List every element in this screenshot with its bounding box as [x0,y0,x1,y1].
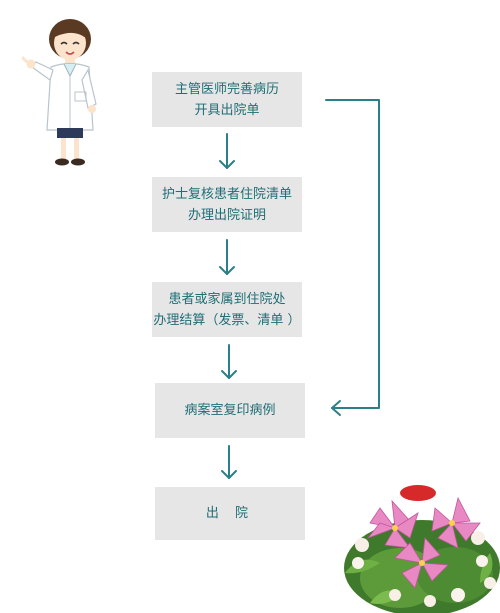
flow-step-1: 主管医师完善病历 开具出院单 [152,72,302,127]
flow-step-2-line-1: 护士复核患者住院清单 [161,186,292,202]
flow-step-5-line-1: 出 院 [205,506,255,521]
arrow-down-2 [219,239,235,275]
flow-step-4: 病案室复印病例 [155,383,305,438]
flow-step-3-line-1: 患者或家属到住院处 [168,291,286,307]
arrow-down-1 [219,133,235,169]
arrow-down-4 [221,445,237,479]
flow-step-4-line-1: 病案室复印病例 [184,403,276,418]
flow-step-2-line-2: 办理出院证明 [187,207,266,223]
flow-step-5: 出 院 [155,487,305,540]
arrow-down-3 [221,344,237,379]
flow-step-2: 护士复核患者住院清单 办理出院证明 [152,177,302,232]
flow-step-3-line-2: 办理结算（发票、清单 ） [153,312,301,328]
flow-step-3: 患者或家属到住院处 办理结算（发票、清单 ） [152,282,302,337]
flow-step-1-line-2: 开具出院单 [194,102,260,118]
arrow-bypass [325,99,380,416]
flow-step-1-line-1: 主管医师完善病历 [174,81,279,97]
doctor-illustration-icon [22,19,97,166]
lily-bouquet-icon [344,485,500,613]
